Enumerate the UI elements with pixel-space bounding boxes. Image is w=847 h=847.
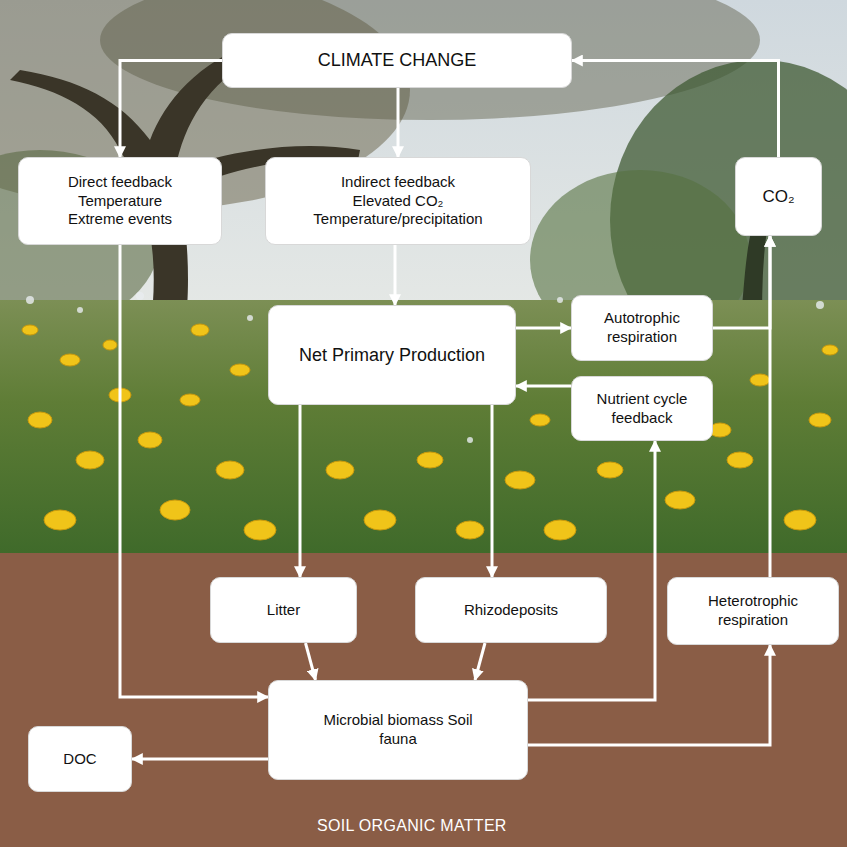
feedback-box: Indirect feedbackElevated CO₂ Temperatur… <box>265 157 531 245</box>
box-title: Litter <box>267 601 300 620</box>
flow-arrow <box>516 385 571 388</box>
flow-arrow <box>120 61 222 158</box>
flow-arrow <box>306 643 316 680</box>
box-title: Heterotrophic respiration <box>674 592 832 630</box>
flow-arrow <box>528 645 770 745</box>
flow-arrow <box>516 327 571 330</box>
text-group: Indirect feedbackElevated CO₂ Temperatur… <box>272 173 524 229</box>
process-box: Net Primary Production <box>268 305 516 405</box>
pool-box: DOC <box>28 726 132 792</box>
box-title: CLIMATE CHANGE <box>318 49 477 72</box>
text-group: DOC <box>63 750 96 769</box>
pool-box: Microbial biomass Soil fauna <box>268 680 528 780</box>
region-label: SOIL ORGANIC MATTER <box>317 817 507 835</box>
text-group: CO₂ <box>762 186 794 207</box>
text-group: Nutrient cycle feedback <box>578 390 706 428</box>
box-title: Rhizodeposits <box>464 601 558 620</box>
box-title: Indirect feedback <box>341 173 455 192</box>
text-group: Autotrophic respiration <box>578 309 706 347</box>
feedback-box: Nutrient cycle feedback <box>571 376 713 441</box>
box-body: Elevated CO₂ Temperature/precipitation <box>272 192 524 230</box>
feedback-box: Direct feedbackTemperature Extreme event… <box>18 157 222 245</box>
flow-arrow <box>491 405 494 577</box>
flow-arrow <box>528 441 655 700</box>
text-group: Litter <box>267 601 300 620</box>
text-group: Rhizodeposits <box>464 601 558 620</box>
box-title: Nutrient cycle feedback <box>578 390 706 428</box>
flow-arrow <box>132 758 268 761</box>
text-group: Microbial biomass Soil fauna <box>323 711 473 749</box>
box-title: CO₂ <box>762 186 794 207</box>
text-group: Heterotrophic respiration <box>674 592 832 630</box>
flow-arrow <box>394 245 397 305</box>
box-title: Autotrophic respiration <box>578 309 706 347</box>
flow-arrow <box>475 643 485 680</box>
flow-arrow <box>572 61 779 158</box>
flow-arrow <box>299 405 302 577</box>
flux-box: CO₂ <box>735 157 822 236</box>
flow-arrow <box>713 236 770 328</box>
pool-box: Rhizodeposits <box>415 577 607 643</box>
text-group: Net Primary Production <box>299 344 485 367</box>
text-group: Direct feedbackTemperature Extreme event… <box>60 173 180 229</box>
box-title: Direct feedback <box>68 173 172 192</box>
text-group: CLIMATE CHANGE <box>318 49 477 72</box>
driver-box: CLIMATE CHANGE <box>222 33 572 88</box>
flux-box: Autotrophic respiration <box>571 295 713 361</box>
box-title: DOC <box>63 750 96 769</box>
box-title: Microbial biomass Soil fauna <box>323 711 473 749</box>
flux-box: Heterotrophic respiration <box>667 577 839 645</box>
box-title: Net Primary Production <box>299 344 485 367</box>
pool-box: Litter <box>210 577 357 643</box>
flow-arrow <box>769 236 772 577</box>
box-body: Temperature Extreme events <box>60 192 180 230</box>
flow-arrow <box>397 88 400 157</box>
